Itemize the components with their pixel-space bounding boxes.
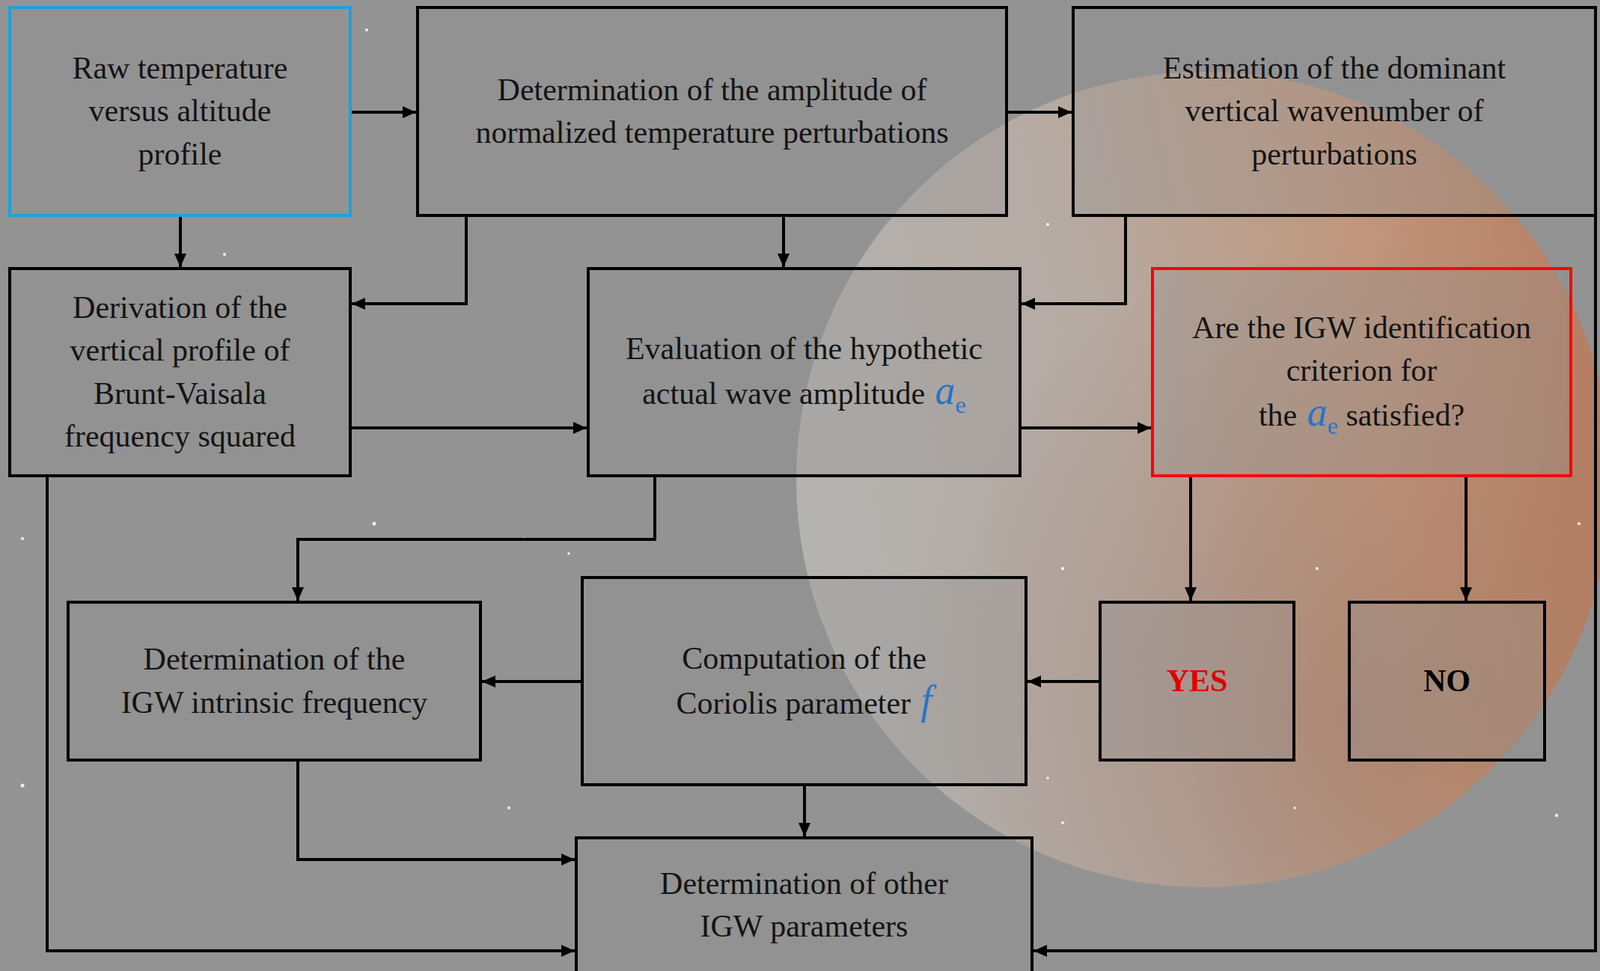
node-text-block: Estimation of the dominant vertical wave… [1124, 47, 1544, 176]
connector-arrow [1021, 217, 1126, 304]
node-text-block: Computation of the Coriolis parameterf [628, 637, 981, 726]
node-text-block: Evaluation of the hypothetic actual wave… [624, 327, 985, 417]
node-text: Raw temperature versus altitude profile [71, 50, 288, 171]
connector-arrow [351, 426, 587, 430]
connector-arrow [1189, 477, 1193, 601]
node-text: YES [1166, 663, 1229, 699]
node-text: Determination of the amplitude of normal… [475, 72, 949, 150]
node-text-block: YES [1166, 660, 1229, 703]
connector-arrow [351, 110, 417, 114]
process-box: Determination of other IGW parameters [574, 836, 1034, 971]
math-symbol: e [955, 391, 967, 419]
connector-arrow [178, 217, 182, 268]
process-box: Computation of the Coriolis parameterf [580, 576, 1028, 787]
connector-arrow [802, 786, 806, 837]
connector-arrow [1008, 110, 1072, 114]
connector-arrow [481, 680, 581, 684]
node-text: Estimation of the dominant vertical wave… [1162, 50, 1506, 171]
node-text: Derivation of the vertical profile of Br… [64, 290, 296, 453]
node-text-block: Raw temperature versus altitude profile [53, 47, 308, 176]
connector-arrow [297, 761, 575, 860]
math-symbol: e [1327, 412, 1339, 440]
answer-box: NO [1347, 600, 1547, 762]
connector-arrow [1464, 477, 1468, 601]
math-symbol: f [921, 678, 933, 723]
connector-arrow [1027, 680, 1099, 684]
node-text: NO [1423, 663, 1471, 699]
connector-arrow [1021, 426, 1151, 430]
connector-arrow [47, 477, 575, 952]
process-box: Determination of the IGW intrinsic frequ… [66, 600, 482, 762]
answer-box: YES [1098, 600, 1296, 762]
node-text: satisfied? [1345, 398, 1465, 433]
node-text: Determination of the IGW intrinsic frequ… [121, 642, 429, 720]
connector-arrow [351, 217, 467, 304]
decision-box: Are the IGW identification criterion for… [1150, 267, 1573, 478]
node-text-block: NO [1423, 660, 1471, 703]
math-symbol: a [1307, 389, 1328, 435]
node-text-block: Are the IGW identification criterion for… [1189, 306, 1535, 438]
node-text: Computation of the Coriolis parameter [675, 641, 926, 721]
node-text: Determination of other IGW parameters [660, 866, 949, 944]
process-box: Estimation of the dominant vertical wave… [1071, 5, 1598, 218]
node-text-block: Determination of the amplitude of normal… [465, 68, 960, 155]
connector-arrow [1033, 217, 1596, 952]
process-box: Determination of the amplitude of normal… [416, 5, 1009, 218]
connector-arrow [782, 217, 786, 268]
node-text-block: Determination of the IGW intrinsic frequ… [110, 638, 440, 724]
node-text-block: Derivation of the vertical profile of Br… [30, 286, 331, 458]
process-box: Evaluation of the hypothetic actual wave… [586, 267, 1022, 478]
math-symbol: a [935, 368, 956, 414]
node-text-block: Determination of other IGW parameters [628, 862, 981, 949]
input-box: Raw temperature versus altitude profile [8, 5, 352, 218]
process-box: Derivation of the vertical profile of Br… [8, 267, 352, 478]
node-text: Evaluation of the hypothetic actual wave… [625, 331, 983, 411]
